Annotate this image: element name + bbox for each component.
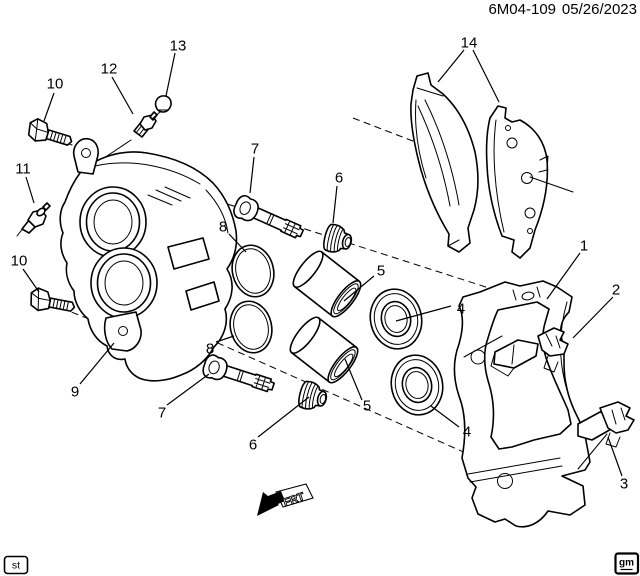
upper-bore-outer-ring (79, 186, 147, 258)
callout-2-leader-line (572, 296, 614, 339)
callout-3-leader-line (607, 436, 623, 477)
callout-7-leader-line (249, 156, 255, 194)
piston-boot-lower-drawing (385, 349, 449, 421)
pin-bushing-lower-drawing (295, 379, 331, 414)
callout-4: 4 (457, 301, 465, 318)
doc-date-text: 05/26/2023 (562, 1, 637, 18)
caliper-top-edge-line (94, 162, 201, 185)
callout-10-leader-line (22, 268, 40, 293)
callout-1-leader-line (546, 252, 581, 300)
piston-boot-upper-drawing (364, 283, 428, 355)
callout-5: 5 (363, 398, 371, 415)
doc-code-text: 6M04-109 (488, 1, 556, 18)
callout-5-leader-line (344, 358, 363, 401)
callout-7: 7 (158, 405, 166, 422)
callout-9-leader-line (79, 342, 115, 385)
pad-clip-lower-drawing (577, 401, 635, 470)
callout-4: 4 (463, 424, 471, 441)
lower-bore-outer-ring (90, 247, 158, 319)
front-direction-marker: FRT (257, 483, 314, 516)
guide-pin-lower-drawing (200, 352, 278, 399)
callout-9: 9 (71, 384, 79, 401)
callout-7: 7 (251, 141, 259, 158)
callout-11: 11 (15, 161, 31, 178)
caliper-lug-hole (118, 326, 128, 336)
upper-bore-inner-ring (93, 199, 133, 245)
callout-3: 3 (620, 476, 628, 493)
callout-4-leader-line (395, 305, 452, 322)
callout-14: 14 (461, 35, 478, 52)
piston-seal-lower-drawing (224, 296, 278, 358)
bleeder-cap-drawing (151, 95, 172, 120)
caliper-ear-hole (81, 148, 91, 158)
pad-clip-upper-drawing (463, 327, 569, 377)
frt-arrow-icon (257, 492, 279, 516)
callout-13-leader-line (165, 52, 176, 97)
gm-badge-label: gm (619, 558, 634, 569)
caliper-bridge-inner-line (205, 189, 229, 234)
caliper-bolt-lower-drawing (27, 286, 78, 318)
callout-10: 10 (47, 76, 64, 93)
callout-8: 8 (219, 219, 227, 236)
callout-4-leader-line (430, 405, 460, 428)
callout-12-leader-line (111, 76, 134, 115)
piston-lower-drawing (284, 312, 364, 388)
callout-10: 10 (11, 253, 28, 270)
callout-6-leader-line (257, 396, 310, 438)
callout-12: 12 (101, 61, 118, 78)
callout-8: 8 (206, 341, 214, 358)
callout-8-leader-line (228, 233, 247, 253)
bleeder-valve-drawing (16, 202, 51, 237)
lower-bore-inner-ring (104, 260, 144, 306)
callout-5: 5 (377, 263, 385, 280)
callout-14-leader-line (472, 49, 500, 103)
pad-axis-dashed-line (352, 117, 419, 144)
brake-pad-inner-drawing (410, 72, 479, 253)
caliper-bolt-upper-drawing (24, 116, 76, 153)
callout-7-leader-line (166, 373, 210, 406)
lower-bore-seal-ring (96, 253, 152, 313)
callout-6-leader-line (332, 185, 338, 224)
pad-reference-line (529, 176, 574, 193)
caliper-mount-ear (72, 137, 99, 175)
brake-hose-bolt-drawing (103, 111, 158, 159)
st-badge-label: st (12, 560, 20, 572)
header: 6M04-109 05/26/2023 (488, 1, 637, 18)
callout-6: 6 (335, 170, 343, 187)
frt-arrow-shaft (268, 491, 285, 506)
footer: st gm (3, 552, 640, 575)
callout-6: 6 (249, 437, 257, 454)
guide-pin-upper-drawing (230, 192, 308, 245)
caliper-window-lower (185, 281, 220, 311)
callout-1: 1 (580, 238, 588, 255)
callout-10-leader-line (43, 92, 55, 122)
pin-bushing-upper-drawing (320, 222, 356, 257)
callout-14-leader-line (437, 49, 465, 83)
callout-5-leader-line (343, 275, 375, 302)
brake-pad-outer-drawing (485, 105, 574, 259)
caliper-bracket-drawing (453, 280, 591, 528)
caliper-hatch-lines (147, 186, 191, 206)
callout-8-leader-line (215, 335, 235, 343)
piston-upper-drawing (287, 246, 367, 322)
gm-badge-box (614, 552, 640, 575)
callout-11-leader-line (25, 176, 35, 204)
callout-2: 2 (612, 282, 620, 299)
callout-13: 13 (170, 38, 187, 55)
caliper-window-upper (167, 237, 210, 270)
caliper-mount-lug (103, 311, 142, 352)
st-badge-box (3, 555, 29, 575)
caliper-housing-drawing (59, 137, 238, 382)
